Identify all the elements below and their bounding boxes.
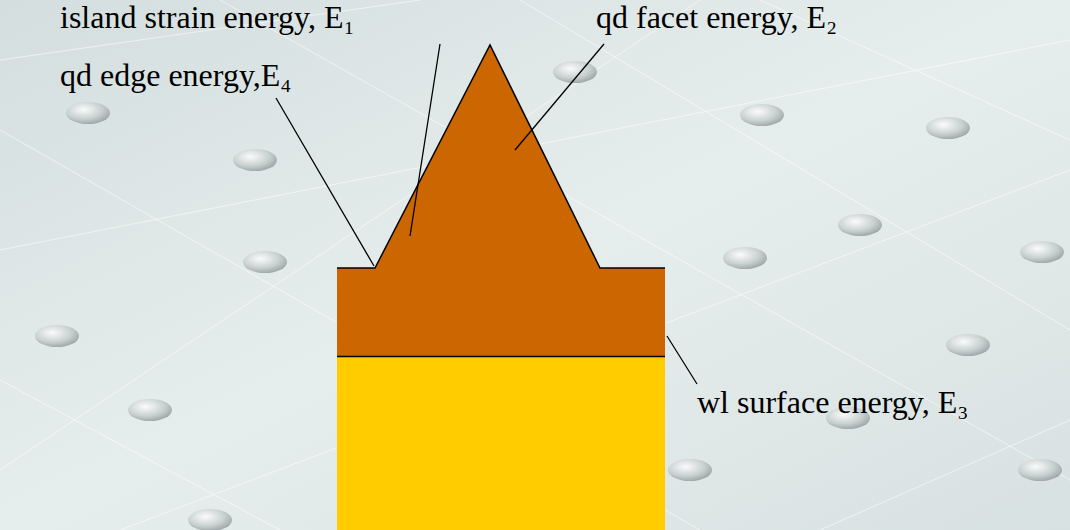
- substrate: [337, 357, 665, 530]
- surface-energy-label: wl surface energy, E₃: [697, 376, 977, 429]
- interface-line: [337, 356, 665, 358]
- background-bubble: [668, 459, 712, 481]
- background-bubble: [233, 149, 277, 171]
- strain-energy-label: island strain energy, E₁: [60, 0, 355, 36]
- background-line: [820, 420, 1070, 530]
- edge-energy-label: qd edge energy,E₄: [60, 56, 292, 94]
- leader-line: [515, 44, 604, 150]
- background-bubble: [66, 102, 110, 124]
- background-bubble: [35, 325, 79, 347]
- background-bubble: [926, 117, 970, 139]
- leader-line: [667, 336, 697, 384]
- background-bubble: [723, 247, 767, 269]
- background-bubble: [188, 509, 232, 530]
- background-bubble: [128, 399, 172, 421]
- background-bubble: [1018, 459, 1062, 481]
- background-bubble: [1020, 241, 1064, 263]
- background-bubble: [838, 214, 882, 236]
- leader-line: [276, 98, 374, 266]
- quantum-dot-and-wetting-layer: [337, 45, 665, 357]
- leader-line: [410, 44, 440, 236]
- background-bubble: [243, 251, 287, 273]
- surface-outline: [337, 45, 665, 268]
- background-line: [0, 380, 280, 530]
- background-bubble: [946, 334, 990, 356]
- facet-energy-label: qd facet energy, E₂: [596, 0, 837, 36]
- background-bubble: [553, 61, 597, 83]
- leader-lines: [276, 44, 697, 384]
- background-bubble: [740, 104, 784, 126]
